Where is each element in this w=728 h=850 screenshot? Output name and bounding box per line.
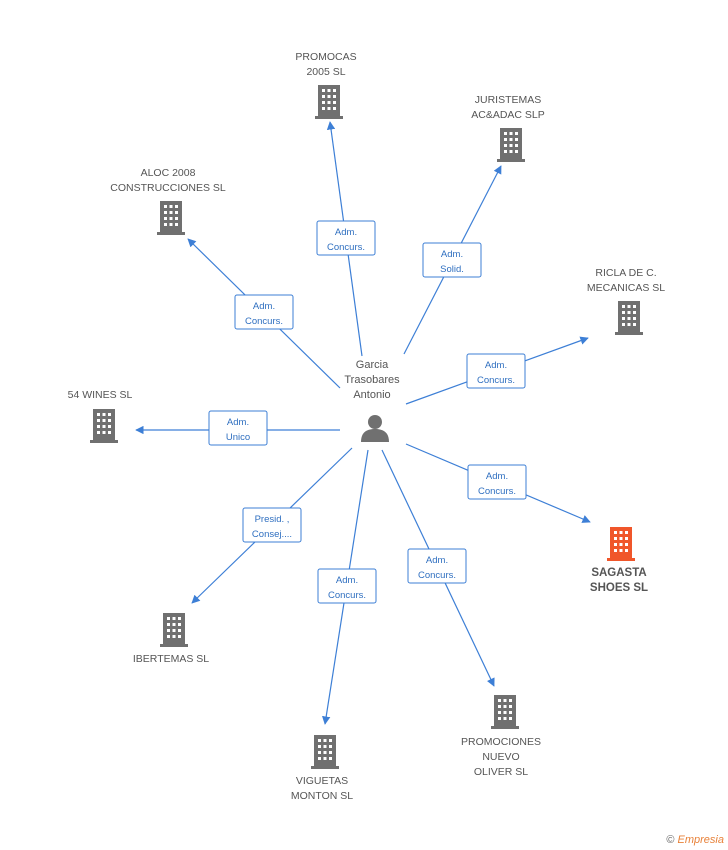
role-label: Presid. , [255,514,290,525]
company-node-viguetas[interactable]: VIGUETAS MONTON SL [291,735,353,802]
footer: © Empresia [666,834,724,846]
role-label: Concurs. [245,316,283,327]
role-label: Adm. [486,471,508,482]
company-name-line: SHOES SL [590,582,648,594]
person-name-line: Trasobares [344,374,400,386]
role-label: Consej.... [252,529,292,540]
role-label: Adm. [485,360,507,371]
company-name-line: OLIVER SL [474,766,528,778]
center-person[interactable]: Garcia Trasobares Antonio [344,359,400,442]
company-name-line: AC&ADAC SLP [471,109,545,121]
building-icon [160,613,188,647]
building-icon [607,527,635,561]
company-node-ricla[interactable]: RICLA DE C. MECANICAS SL [587,267,665,335]
role-badge-box [466,353,526,389]
role-label: Adm. [335,227,357,238]
company-name-line: IBERTEMAS SL [133,653,209,665]
role-badge-promocas[interactable]: Adm. Concurs. [316,220,376,256]
role-badge-ibertemas[interactable]: Presid. , Consej.... [242,507,302,543]
company-name-line: CONSTRUCCIONES SL [110,182,226,194]
company-node-sagasta[interactable]: SAGASTA SHOES SL [590,527,648,594]
building-icon [491,695,519,729]
role-label: Adm. [441,249,463,260]
role-label: Concurs. [418,570,456,581]
company-node-wines[interactable]: 54 WINES SL [68,389,133,443]
role-badge-box [422,242,482,278]
company-name-line: PROMOCAS [295,51,356,63]
role-label: Unico [226,432,250,443]
person-name-line: Garcia [356,359,389,371]
role-badge-juristemas[interactable]: Adm. Solid. [422,242,482,278]
role-label: Concurs. [327,242,365,253]
role-label: Concurs. [477,375,515,386]
company-name-line: VIGUETAS [296,775,348,787]
role-badge-box [317,568,377,604]
role-badge-box [234,294,294,330]
company-name-line: 2005 SL [306,66,345,78]
building-icon [311,735,339,769]
person-icon [361,415,389,442]
role-badge-box [242,507,302,543]
role-label: Adm. [227,417,249,428]
brand-logo: Empresia [677,834,724,846]
company-name-line: NUEVO [482,751,519,763]
building-icon [615,301,643,335]
role-badge-box [316,220,376,256]
company-name-line: 54 WINES SL [68,389,133,401]
role-badge-box [407,548,467,584]
building-icon [90,409,118,443]
company-node-promocas[interactable]: PROMOCAS 2005 SL [295,51,357,119]
building-icon [157,201,185,235]
role-badge-aloc[interactable]: Adm. Concurs. [234,294,294,330]
role-label: Solid. [440,264,464,275]
company-name-line: JURISTEMAS [475,94,542,106]
role-badge-viguetas[interactable]: Adm. Concurs. [317,568,377,604]
role-label: Adm. [426,555,448,566]
company-name-line: SAGASTA [591,567,646,579]
role-badge-sagasta[interactable]: Adm. Concurs. [467,464,527,500]
role-label: Concurs. [478,486,516,497]
company-name-line: MECANICAS SL [587,282,665,294]
role-label: Adm. [253,301,275,312]
person-name-line: Antonio [353,389,390,401]
role-badge-box [208,410,268,446]
building-icon [497,128,525,162]
company-name-line: MONTON SL [291,790,353,802]
company-node-ibertemas[interactable]: IBERTEMAS SL [133,613,209,665]
company-node-promociones[interactable]: PROMOCIONES NUEVO OLIVER SL [461,695,541,778]
company-node-juristemas[interactable]: JURISTEMAS AC&ADAC SLP [471,94,545,162]
company-name-line: PROMOCIONES [461,736,541,748]
role-badge-wines[interactable]: Adm. Unico [208,410,268,446]
copyright-icon: © [666,834,675,846]
company-name-line: RICLA DE C. [595,267,656,279]
role-badge-promociones[interactable]: Adm. Concurs. [407,548,467,584]
role-label: Concurs. [328,590,366,601]
role-label: Adm. [336,575,358,586]
role-badge-ricla[interactable]: Adm. Concurs. [466,353,526,389]
role-badge-box [467,464,527,500]
company-name-line: ALOC 2008 [141,167,196,179]
building-icon [315,85,343,119]
